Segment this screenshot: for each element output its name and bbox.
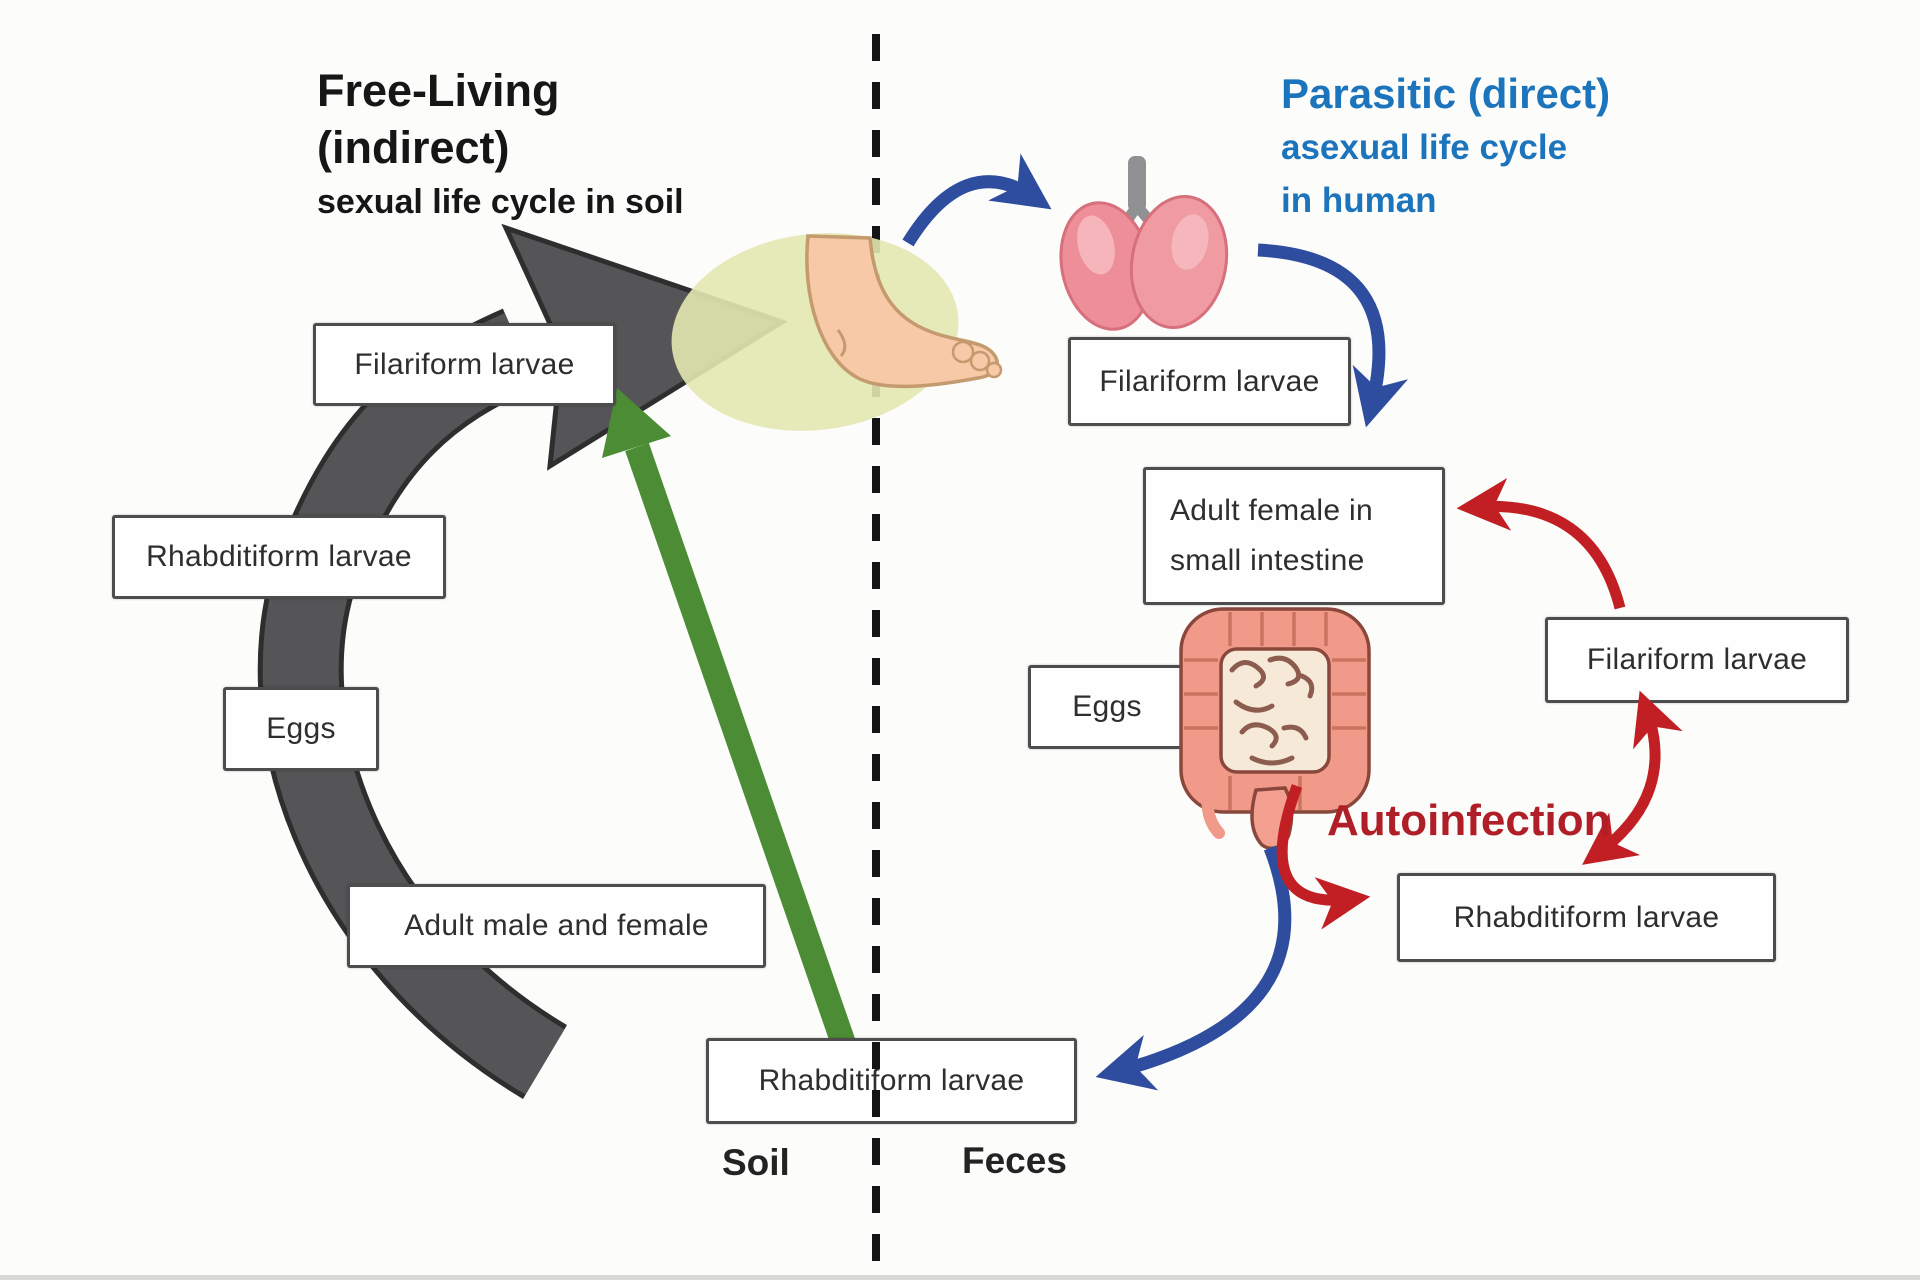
lungs-to-filariform-arrow <box>1257 243 1409 428</box>
left-rhabditiform-larvae-box: Rhabditiform larvae <box>112 515 446 599</box>
left-filariform-larvae-box: Filariform larvae <box>313 323 616 406</box>
autoinfection-loop-arrow <box>1276 784 1371 930</box>
soil-to-filariform-arrow <box>602 388 864 1073</box>
free-living-title: Free-Living (indirect) sexual life cycle… <box>317 62 684 228</box>
right-filariform-larvae-auto-box: Filariform larvae <box>1545 617 1849 703</box>
intestine-icon <box>1179 607 1371 850</box>
adult-female-small-intestine-box: Adult female in small intestine <box>1143 467 1445 605</box>
parasitic-title: Parasitic (direct) asexual life cycle in… <box>1281 66 1610 227</box>
feces-label: Feces <box>962 1140 1067 1181</box>
parasitic-title-line2: asexual life cycle <box>1281 128 1568 167</box>
soil-feces-divider <box>872 34 880 1272</box>
rhabditiform-to-filariform-arrow <box>1582 690 1683 865</box>
bottom-rhabditiform-larvae-box: Rhabditiform larvae <box>706 1038 1077 1124</box>
parasitic-title-line1: Parasitic (direct) <box>1281 70 1611 117</box>
free-living-title-line1: Free-Living <box>317 65 560 116</box>
filariform-to-adult-female-arrow <box>1456 478 1626 610</box>
adult-female-line2: small intestine <box>1170 544 1365 577</box>
bottom-rule <box>0 1275 1920 1280</box>
foot-to-lungs-arrow <box>902 153 1052 247</box>
soil-label: Soil <box>722 1142 790 1183</box>
intestine-to-feces-arrow <box>1095 845 1292 1091</box>
free-living-title-line2: (indirect) <box>317 122 510 173</box>
parasitic-title-line3: in human <box>1281 181 1437 220</box>
adult-male-female-box: Adult male and female <box>347 884 766 968</box>
foot-icon <box>671 233 1003 431</box>
autoinfection-label: Autoinfection <box>1327 796 1611 845</box>
left-eggs-box: Eggs <box>223 687 379 771</box>
right-rhabditiform-larvae-box: Rhabditiform larvae <box>1397 873 1776 962</box>
free-living-title-line3: sexual life cycle in soil <box>317 183 684 221</box>
lungs-icon <box>1059 156 1229 331</box>
adult-female-line1: Adult female in <box>1170 494 1373 527</box>
right-filariform-larvae-lung-box: Filariform larvae <box>1068 337 1351 426</box>
